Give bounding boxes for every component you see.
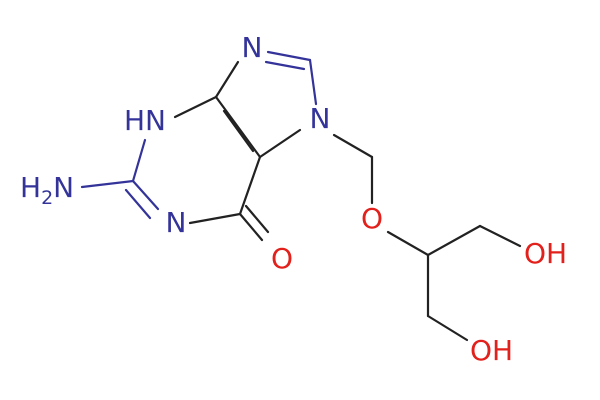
- atom-labels: N N HN N H2N O O OH OH: [20, 31, 567, 367]
- atom-oh-top-label: OH: [524, 237, 567, 270]
- amine-subscript: 2: [41, 187, 53, 209]
- bond-c4-n9: [214, 60, 240, 99]
- bond-ch2-oh-top: [478, 224, 522, 248]
- bond-c6-n1: [188, 212, 242, 225]
- bond-c4-c5-inner: [222, 109, 255, 153]
- bond-n7-c5: [258, 128, 302, 159]
- bond-c6-o-a: [238, 212, 264, 242]
- bond-n3-c4: [173, 95, 218, 119]
- bond-n7-ch2: [332, 133, 374, 159]
- atom-n1-label: N: [166, 206, 187, 239]
- bond-c5-c6: [238, 155, 262, 216]
- bonds: [80, 50, 522, 342]
- atom-n3-label: HN: [124, 104, 166, 137]
- atom-oh-bottom-label: OH: [470, 334, 513, 367]
- bond-n1-c2-b: [124, 188, 152, 220]
- atom-o-carbonyl-label: O: [271, 242, 293, 275]
- bond-n1-c2-a: [131, 179, 160, 211]
- bond-ch-ch2-top: [426, 224, 482, 257]
- bond-n9-c8-a: [266, 50, 312, 62]
- atom-o-ether-label: O: [361, 202, 383, 235]
- amine-label: H2N: [20, 171, 74, 209]
- atom-n9-label: N: [242, 31, 263, 64]
- bond-n9-c8-b: [264, 60, 306, 71]
- bond-c4-c5: [214, 95, 262, 159]
- bond-c2-nh2: [80, 179, 135, 189]
- bond-c2-n3: [131, 138, 147, 183]
- amine-h: H: [20, 171, 41, 204]
- atom-n7-label: N: [310, 102, 331, 135]
- bond-ch2-oh-bottom: [426, 314, 469, 342]
- bond-c8-n7: [308, 58, 318, 106]
- bond-o-ch: [386, 230, 430, 257]
- bond-c6-o-b: [244, 204, 270, 234]
- amine-n: N: [53, 171, 74, 204]
